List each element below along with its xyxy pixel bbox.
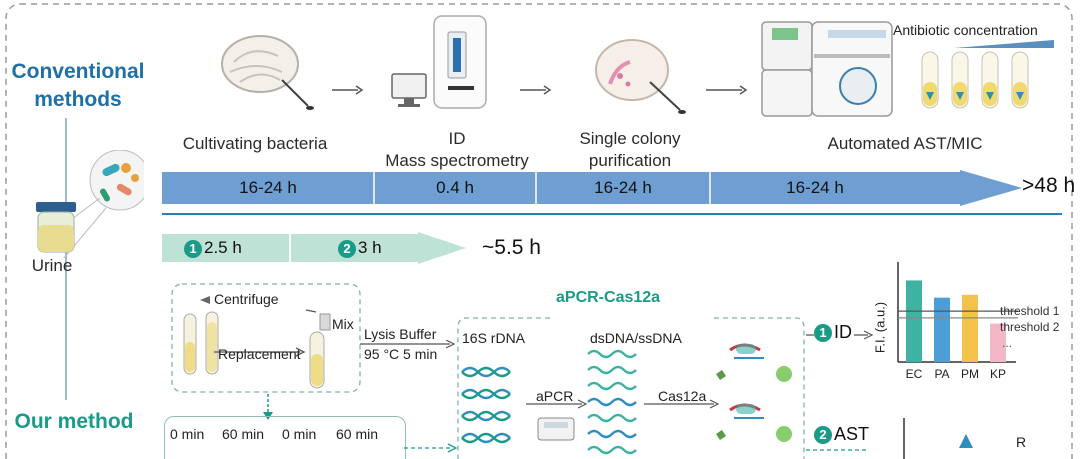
step-colony-label: Single colony purification [579,129,681,170]
time-cultivating: 16-24 h [239,178,297,197]
step-cultivating-label: Cultivating bacteria [182,134,328,153]
tick-label-ec: EC [906,367,923,381]
arrow-1-icon [332,85,364,95]
our-method-title: Our method [14,410,134,433]
step1-time-label: 2.5 h [204,238,242,257]
tick-label-pa: PA [934,367,949,381]
ast-plate-box [164,416,406,459]
urine-sample-icon [36,150,144,259]
ast-dashed-arrow-icon [404,443,458,453]
timepoint-2: 60 min [222,426,265,442]
time-id: 0.4 h [436,178,474,197]
timepoint-4: 60 min [336,426,379,442]
id-branch-label: ID [834,322,852,342]
arrow-3-icon [706,85,748,95]
apcr-label: aPCR [536,388,574,404]
urine-label: Urine [31,256,73,275]
timepoint-1: 0 min [170,426,205,442]
ast-chart-axis [903,418,973,459]
id-bar-chart: EC PA PM KP [897,262,1018,381]
tick-label-pm: PM [961,367,979,381]
centrifuge-label: Centrifuge [214,291,279,307]
colony-plate-icon [595,39,686,114]
conventional-timeline-bar [162,170,1022,206]
sample-prep-box [171,283,361,393]
antibiotic-concentration-label: Antibiotic concentration [893,22,1038,38]
ast-number-badge: 2 [814,426,832,445]
time-colony: 16-24 h [594,178,652,197]
threshold-2-label: threshold 2 [1000,320,1060,334]
step-ast-label: Automated AST/MIC [827,134,983,153]
apcr-box [457,317,805,459]
ast-arrow-icon [806,449,868,451]
cas12a-label: Cas12a [658,388,707,404]
petri-dish-icon [221,35,314,110]
bar-pa [934,297,950,362]
step-id-label: ID Mass spectrometry [385,129,529,170]
threshold-extra-label: ... [1002,336,1013,350]
ast-branch-label: AST [834,424,870,444]
ast-instrument-icon [761,21,893,117]
tick-label-kp: KP [990,367,1006,381]
step2-number-badge: 2 [338,239,356,258]
our-timeline-bar [162,232,466,264]
lysis-buffer-label: Lysis Buffer [364,326,437,342]
antibiotic-tubes-icon [921,40,1054,109]
bar-ec [906,280,922,362]
our-total-time: ~5.5 h [482,236,541,259]
timepoint-3: 0 min [282,426,317,442]
chart-ylabel-wrap: F.I. (a.u.) [870,290,890,370]
lysis-condition-label: 95 °C 5 min [364,346,438,362]
rdna-label: 16S rDNA [462,330,526,346]
conventional-title: Conventional methods [11,60,145,111]
mass-spectrometer-icon [391,15,487,109]
threshold-1-label: threshold 1 [1000,304,1060,318]
bar-kp [990,323,1006,362]
step1-number-badge: 1 [184,239,202,258]
step2-time-label: 3 h [358,238,382,257]
resistant-label: R [1016,434,1027,450]
mix-label: Mix [332,316,354,332]
apcr-cas12a-title: aPCR-Cas12a [556,289,661,306]
chart-ylabel: F.I. (a.u.) [872,301,888,354]
lysis-arrow-icon [360,340,456,349]
id-number-badge: 1 [814,324,832,343]
conventional-total-time: >48 h [1022,174,1076,197]
dsdna-label: dsDNA/ssDNA [590,330,682,346]
bar-pm [962,294,978,362]
conventional-timeline-labels: 16-24 h 0.4 h 16-24 h 16-24 h [162,172,1024,204]
arrow-2-icon [520,85,552,95]
time-ast: 16-24 h [786,178,844,197]
replacement-label: Replacement [218,346,301,362]
